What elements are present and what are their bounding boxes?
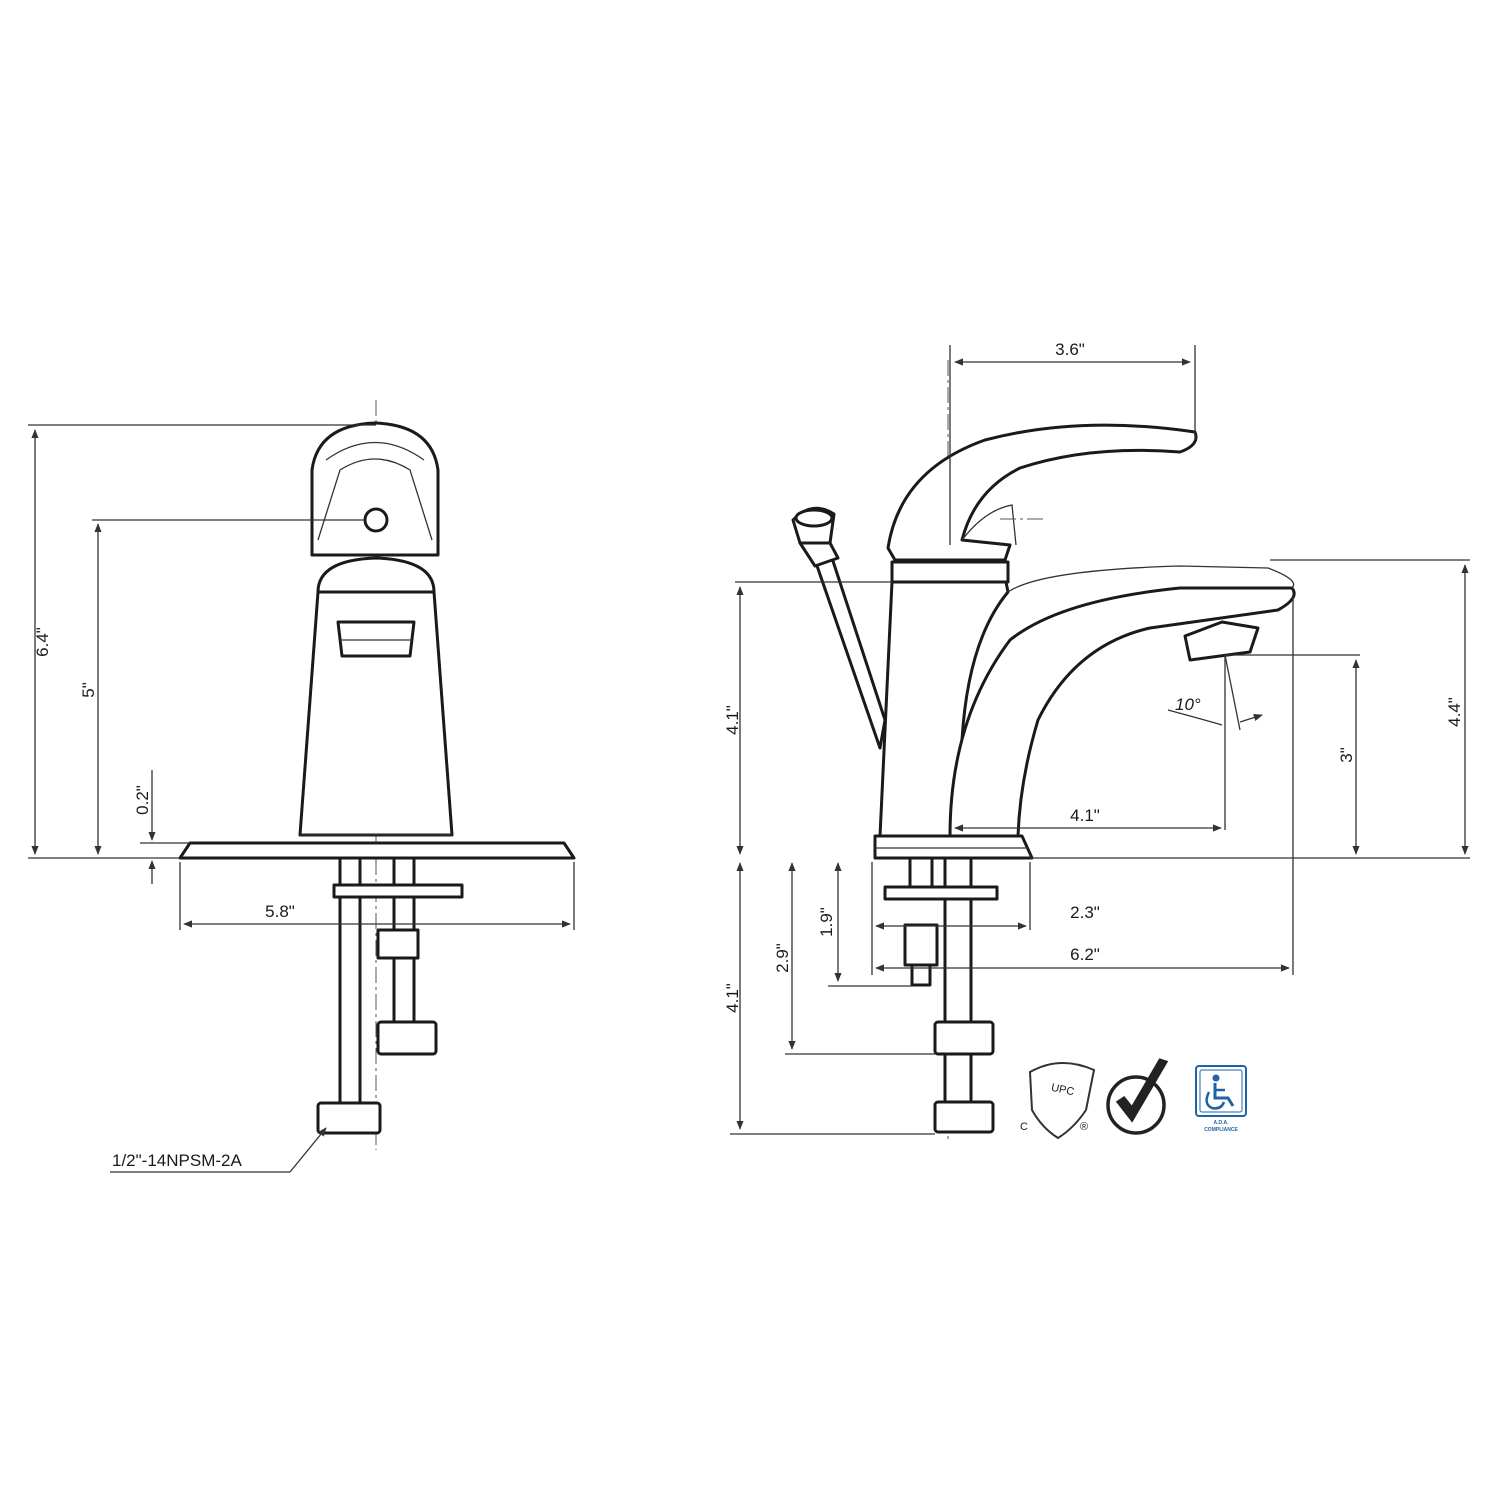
ada-line-2: COMPLIANCE [1204,1127,1238,1133]
side-collar [890,560,1010,584]
dim-deck-thickness: 0.2" [133,785,152,815]
dim-spout-angle: 10° [1175,695,1201,714]
side-view: 3.6" 4.4" 4.1" 3" 10° 4.1" 2.3" [723,340,1470,1140]
dim-body-height: 4.1" [723,705,742,735]
front-view: 6.4" 5" 0.2" 5.8" 1/2"-14NPSM-2A [28,400,576,1173]
dim-aerator-height: 3" [1337,747,1356,763]
dim-handle-height: 5" [79,682,98,698]
dim-shank-offset: 2.3" [1070,903,1100,922]
front-neck [316,556,436,594]
dim-handle-reach: 3.6" [1055,340,1085,359]
cupc-logo: UPC C ® [1020,1061,1096,1140]
front-supply-lines [316,856,464,1135]
checkmark-logo [1106,1058,1169,1135]
wheelchair-icon [1212,1074,1220,1082]
thread-spec-label: 1/2"-14NPSM-2A [112,1151,242,1170]
front-aerator [336,620,416,658]
side-shank [883,856,999,1134]
front-dimensions: 6.4" 5" 0.2" 5.8" 1/2"-14NPSM-2A [28,424,575,1173]
checkmark-icon [1115,1058,1169,1123]
dim-shank-length-2: 2.9" [773,943,792,973]
certification-logos: UPC C ® A.D.A. COMPLIANCE [1020,1058,1247,1140]
dim-below-deck-total: 4.1" [723,983,742,1013]
dim-spout-reach: 4.1" [1070,806,1100,825]
dim-shank-length-1: 1.9" [817,907,836,937]
ada-logo: A.D.A. COMPLIANCE [1195,1065,1247,1133]
upc-c-mark: C [1020,1121,1028,1133]
side-dimensions: 3.6" 4.4" 4.1" 3" 10° 4.1" 2.3" [723,340,1470,1135]
handle-screw-icon [363,507,389,533]
side-aerator [1183,620,1260,662]
dim-spout-height: 4.4" [1445,697,1464,727]
side-base [873,834,1034,860]
lift-rod [791,506,887,750]
front-handle [310,421,440,557]
side-spout [948,586,1296,838]
side-handle [886,423,1198,562]
ada-line-1: A.D.A. [1214,1120,1230,1126]
dim-plate-width: 5.8" [265,902,295,921]
upc-registered-mark: ® [1080,1121,1088,1133]
dim-overall-depth: 6.2" [1070,945,1100,964]
front-deck-plate [178,841,576,860]
upc-text: UPC [1050,1082,1075,1099]
dim-total-height: 6.4" [33,627,52,657]
